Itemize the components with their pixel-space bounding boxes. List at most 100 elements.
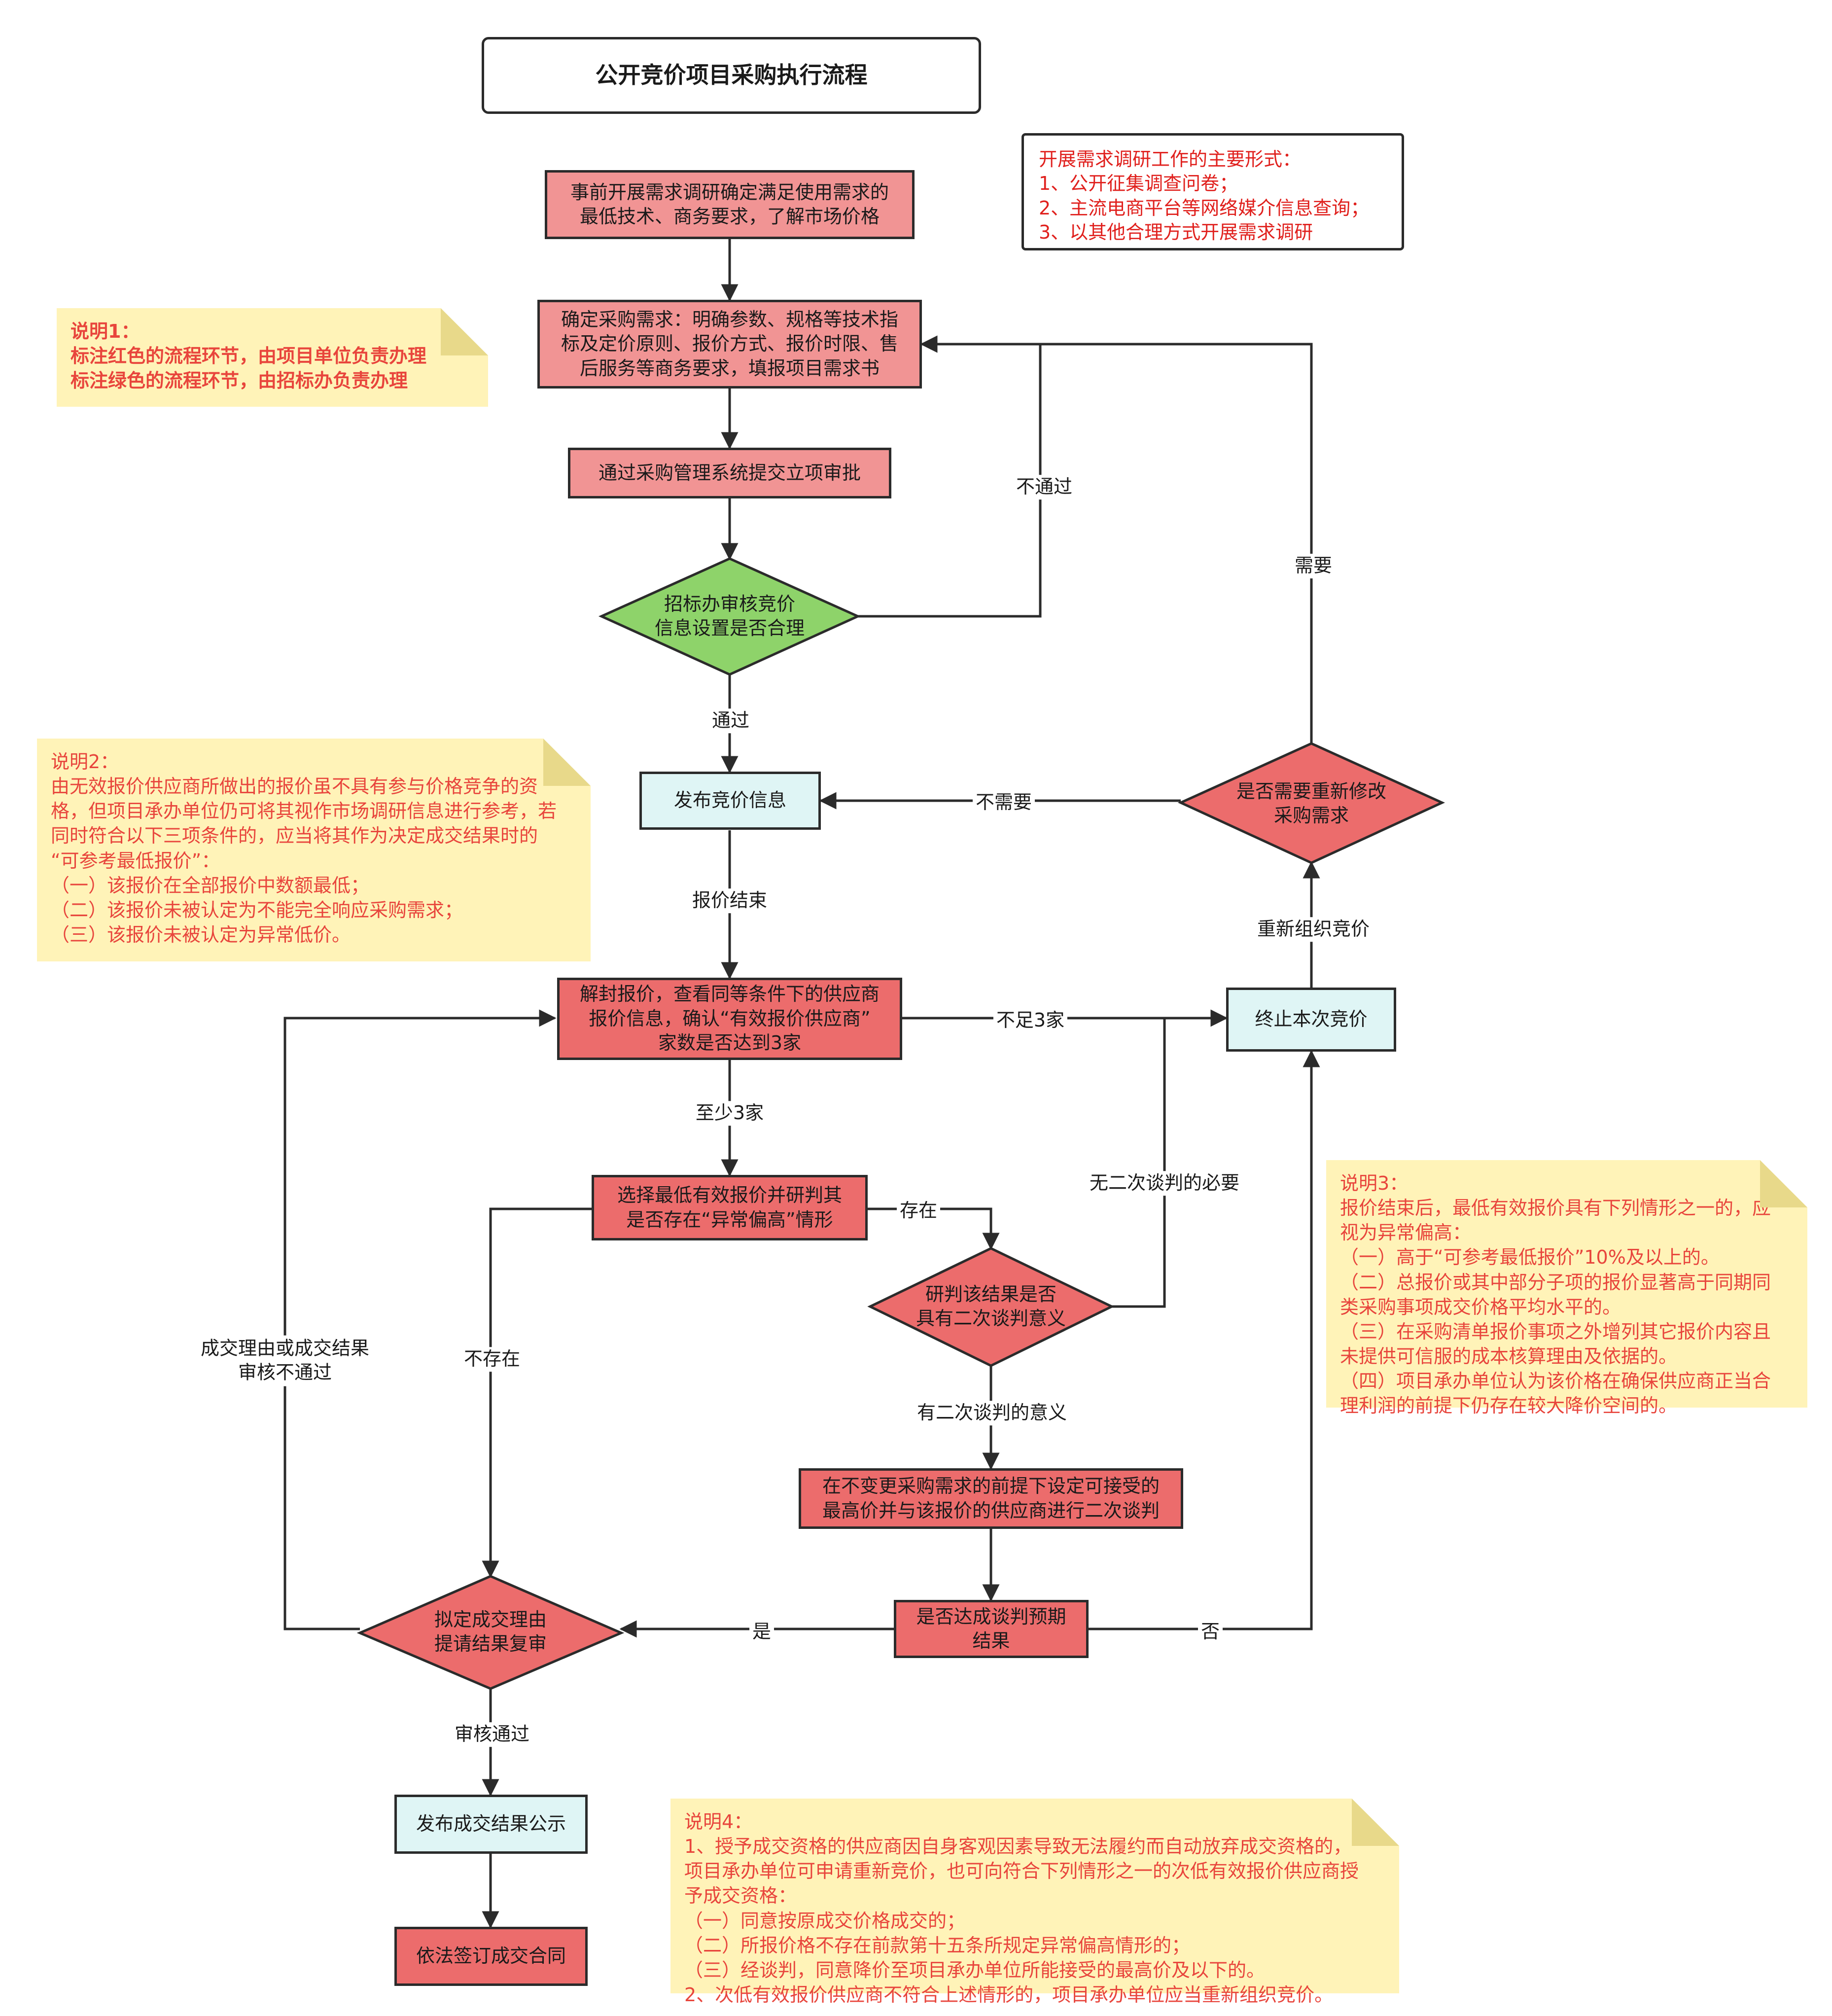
note-line: （三）该报价未被认定为异常低价。 (51, 924, 351, 946)
note-line: 同时符合以下三项条件的，应当将其作为决定成交结果时的 (51, 825, 538, 847)
note-line: 理利润的前提下仍存在较大降价空间的。 (1340, 1395, 1678, 1417)
edge-label-no: 否 (1198, 1620, 1223, 1644)
edge-label-not-exists: 不存在 (460, 1347, 524, 1372)
note-1: 说明1： 标注红色的流程环节，由项目单位负责办理 标注绿色的流程环节，由招标办负… (57, 308, 488, 407)
edge-label-quote-end: 报价结束 (689, 888, 771, 913)
node-text: 是否达成谈判预期 (916, 1605, 1066, 1627)
node-publish-bid: 发布竞价信息 (639, 772, 821, 830)
edge-label-exists: 存在 (896, 1199, 941, 1223)
node-modify-needs-label: 是否需要重新修改 采购需求 (1203, 769, 1420, 838)
node-text: 报价信息，确认“有效报价供应商” (589, 1007, 871, 1029)
research-forms-box: 开展需求调研工作的主要形式： 1、公开征集调查问卷； 2、主流电商平台等网络媒介… (1022, 133, 1404, 250)
note-line: 标注绿色的流程环节，由招标办负责办理 (70, 370, 408, 392)
node-text: 发布成交结果公示 (416, 1813, 566, 1835)
edge-label-less-than-3: 不足3家 (993, 1008, 1068, 1033)
edge-label-no-second-negotiation: 无二次谈判的必要 (1086, 1171, 1243, 1196)
node-reach-expectation: 是否达成谈判预期 结果 (894, 1600, 1089, 1658)
node-terminate: 终止本次竞价 (1226, 988, 1396, 1052)
note-fold-corner (543, 739, 591, 786)
node-confirm-needs: 确定采购需求：明确参数、规格等技术指 标及定价原则、报价方式、报价时限、售 后服… (537, 300, 922, 389)
node-judge-negotiation-label: 研判该结果是否 具有二次谈判意义 (897, 1274, 1085, 1339)
note-line: 予成交资格： (684, 1885, 797, 1907)
node-submit-approval: 通过采购管理系统提交立项审批 (568, 448, 891, 498)
note-2: 说明2： 由无效报价供应商所做出的报价虽不具有参与价格竞争的资 格，但项目承办单… (37, 739, 591, 961)
note-line: （二）该报价未被认定为不能完全响应采购需求； (51, 899, 463, 921)
edge-label-yes: 是 (749, 1620, 775, 1644)
note-line: 格，但项目承办单位仍可将其视作市场调研信息进行参考，若 (51, 800, 557, 822)
node-text: 在不变更采购需求的前提下设定可接受的 (822, 1475, 1160, 1497)
edge-label-text: 成交理由或成交结果 (200, 1337, 370, 1359)
note-line: 1、授予成交资格的供应商因自身客观因素导致无法履约而自动放弃成交资格的， (684, 1836, 1352, 1858)
note-line: （四）项目承办单位认为该价格在确保供应商正当合 (1340, 1370, 1771, 1392)
node-text: 标及定价原则、报价方式、报价时限、售 (561, 333, 898, 355)
note-3: 说明3： 报价结束后，最低有效报价具有下列情形之一的，应 视为异常偏高： （一）… (1326, 1160, 1807, 1416)
edge-label-pass: 通过 (708, 708, 753, 733)
edge-review-failed (283, 1009, 557, 1630)
node-text: 事前开展需求调研确定满足使用需求的 (570, 181, 889, 203)
node-text: 后服务等商务要求，填报项目需求书 (579, 357, 880, 379)
note-line: 项目承办单位可申请重新竞价，也可向符合下列情形之一的次低有效报价供应商授 (684, 1860, 1359, 1882)
edge-label-review-passed: 审核通过 (451, 1722, 533, 1747)
note-line: 报价结束后，最低有效报价具有下列情形之一的，应 (1340, 1197, 1771, 1219)
edge-label-no-need: 不需要 (972, 790, 1035, 815)
note-line: 由无效报价供应商所做出的报价虽不具有参与价格竞争的资 (51, 776, 538, 798)
note-heading: 说明3： (1340, 1172, 1409, 1194)
note-heading: 说明1： (70, 320, 140, 342)
note-line: “可参考最低报价”： (51, 849, 220, 872)
node-text: 依法签订成交合同 (416, 1945, 566, 1967)
edge-label-need: 需要 (1291, 554, 1336, 578)
page-title: 公开竞价项目采购执行流程 (482, 37, 981, 114)
note-line: （一）该报价在全部报价中数额最低； (51, 874, 370, 896)
node-text: 信息设置是否合理 (654, 617, 805, 639)
node-draft-reason-label: 拟定成交理由 提请结果复审 (389, 1600, 592, 1664)
node-text: 最低技术、商务要求，了解市场价格 (579, 206, 880, 227)
node-text: 招标办审核竞价 (664, 593, 795, 615)
edge-reach-no (1089, 1050, 1320, 1630)
diamond-judge-negotiation (867, 1247, 1115, 1367)
note-line: （三）在采购清单报价事项之外增列其它报价内容且 (1340, 1320, 1771, 1343)
note-line: 2、次低有效报价供应商不符合上述情形的，项目承办单位应当重新组织竞价。 (684, 1984, 1334, 2006)
node-open-quotes: 解封报价，查看同等条件下的供应商 报价信息，确认“有效报价供应商” 家数是否达到… (557, 978, 902, 1060)
research-forms-item: 2、主流电商平台等网络媒介信息查询； (1039, 197, 1370, 219)
node-text: 具有二次谈判意义 (916, 1308, 1066, 1329)
note-heading: 说明2： (51, 751, 119, 773)
note-line: 视为异常偏高： (1340, 1222, 1472, 1244)
node-text: 是否存在“异常偏高”情形 (626, 1208, 833, 1231)
note-line: （二）所报价格不存在前款第十五条所规定异常偏高情形的； (684, 1934, 1191, 1956)
note-line: （一）高于“可参考最低报价”10%及以上的。 (1340, 1246, 1720, 1269)
node-text: 结果 (972, 1630, 1010, 1652)
note-fold-corner (441, 308, 488, 355)
note-4: 说明4： 1、授予成交资格的供应商因自身客观因素导致无法履约而自动放弃成交资格的… (670, 1799, 1399, 2006)
node-sign-contract: 依法签订成交合同 (394, 1927, 588, 1986)
note-fold-corner (1760, 1160, 1807, 1207)
node-text: 提请结果复审 (434, 1633, 547, 1655)
note-line: 类采购事项成交价格平均水平的。 (1340, 1296, 1621, 1318)
node-text: 拟定成交理由 (434, 1608, 547, 1630)
node-text: 解封报价，查看同等条件下的供应商 (579, 983, 880, 1005)
node-text: 采购需求 (1273, 805, 1349, 826)
diamond-office-review (598, 557, 861, 676)
note-line: 未提供可信服的成本核算理由及依据的。 (1340, 1345, 1678, 1368)
note-line: （三）经谈判，同意降价至项目承办单位所能接受的最高价及以下的。 (684, 1959, 1266, 1981)
research-forms-item: 3、以其他合理方式开展需求调研 (1039, 221, 1313, 244)
edge-label-has-meaning: 有二次谈判的意义 (914, 1401, 1070, 1425)
edge-label-text: 审核不通过 (238, 1362, 332, 1383)
note-line: （一）同意按原成交价格成交的； (684, 1910, 966, 1932)
edge-label-reorganize: 重新组织竞价 (1254, 917, 1373, 942)
note-heading: 说明4： (684, 1811, 753, 1833)
note-fold-corner (1352, 1799, 1399, 1846)
node-set-max-price: 在不变更采购需求的前提下设定可接受的 最高价并与该报价的供应商进行二次谈判 (799, 1468, 1183, 1529)
edge-label-review-failed: 成交理由或成交结果 审核不通过 (197, 1335, 373, 1386)
node-research: 事前开展需求调研确定满足使用需求的 最低技术、商务要求，了解市场价格 (545, 170, 915, 239)
node-text: 确定采购需求：明确参数、规格等技术指 (561, 308, 898, 330)
node-select-lowest: 选择最低有效报价并研判其 是否存在“异常偏高”情形 (592, 1175, 868, 1240)
edge-label-not-pass: 不通过 (1013, 475, 1076, 499)
node-text: 发布竞价信息 (673, 789, 786, 812)
node-text: 是否需要重新修改 (1236, 780, 1386, 802)
node-office-review-label: 招标办审核竞价 信息设置是否合理 (626, 582, 833, 651)
node-text: 通过采购管理系统提交立项审批 (598, 461, 861, 484)
edge-label-at-least-3: 至少3家 (692, 1101, 767, 1126)
node-text: 家数是否达到3家 (658, 1032, 802, 1054)
